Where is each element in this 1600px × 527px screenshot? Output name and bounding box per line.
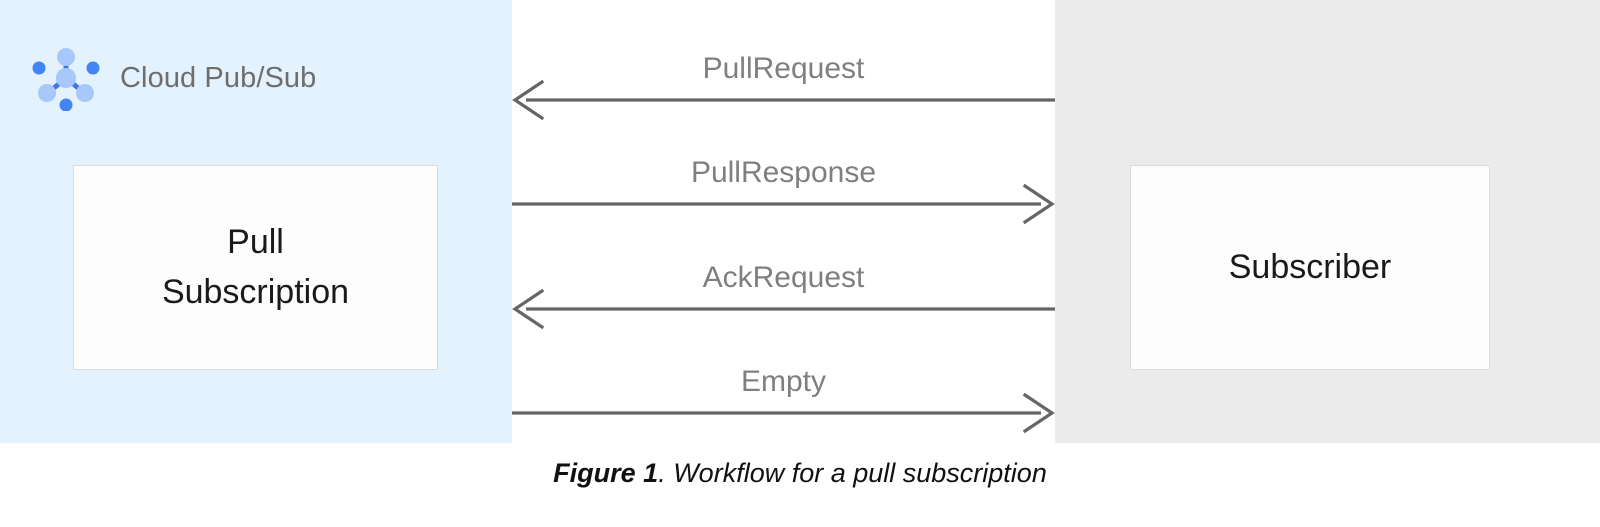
pull-subscription-label: Pull Subscription <box>161 223 350 311</box>
message-label-pull-request: PullRequest <box>702 52 865 85</box>
arrow-left-ack-request <box>512 288 1055 330</box>
message-channel-panel <box>512 0 1055 443</box>
pubsub-hub-icon <box>32 48 100 111</box>
message-label-pull-response: PullResponse <box>690 156 877 189</box>
message-label-ack-request: AckRequest <box>702 261 865 294</box>
figure-caption-separator: . <box>658 458 674 488</box>
subscriber-box: Subscriber <box>1130 165 1490 370</box>
arrow-right-pull-response <box>512 183 1055 225</box>
figure-caption-text: Workflow for a pull subscription <box>673 458 1047 488</box>
figure-caption: Figure 1. Workflow for a pull subscripti… <box>0 458 1600 489</box>
subscriber-label: Subscriber <box>1228 247 1392 286</box>
message-label-empty: Empty <box>740 365 827 398</box>
cloud-pubsub-label: Cloud Pub/Sub <box>120 61 317 94</box>
arrow-left-pull-request <box>512 79 1055 121</box>
figure-caption-prefix: Figure 1 <box>553 458 659 488</box>
cloud-pubsub-brand: Cloud Pub/Sub <box>32 45 316 111</box>
arrow-right-empty <box>512 392 1055 434</box>
pull-subscription-box: Pull Subscription <box>73 165 438 370</box>
